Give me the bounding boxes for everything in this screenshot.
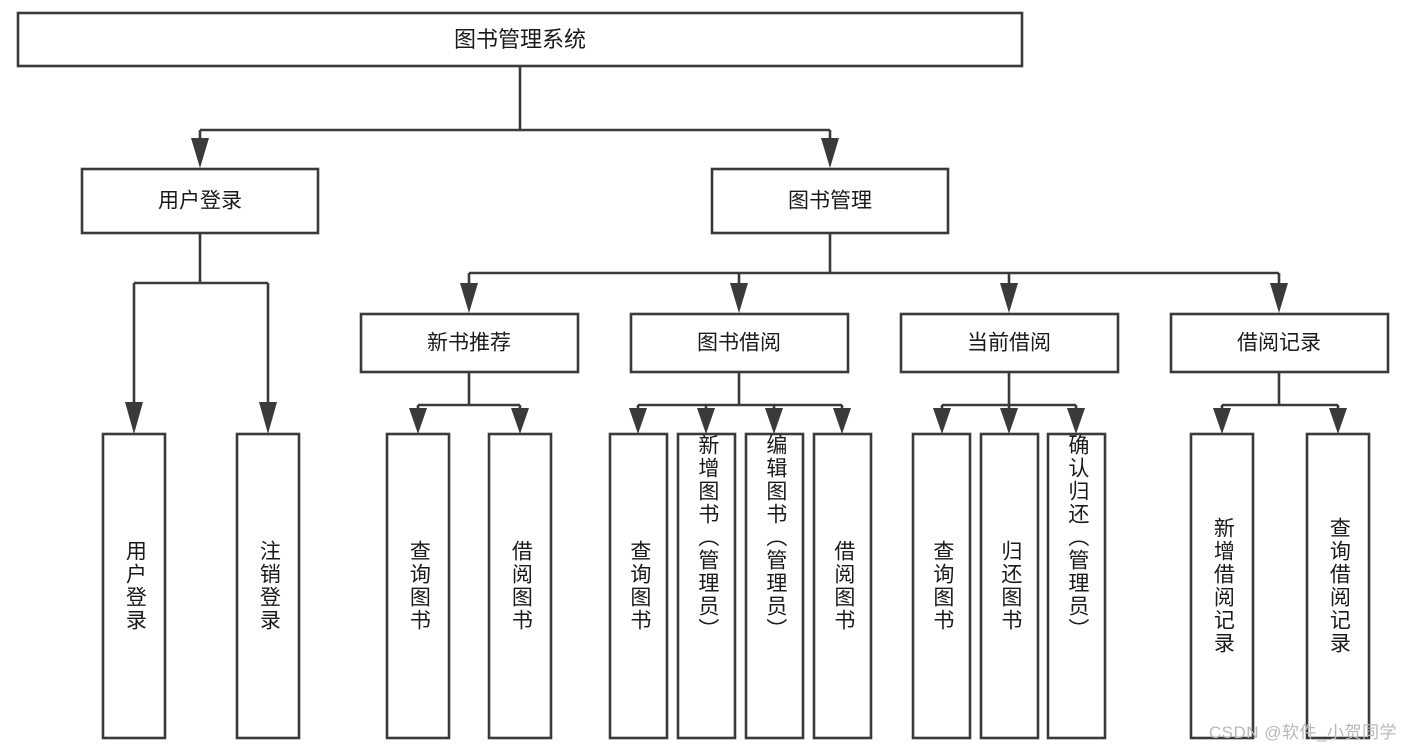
arrow-head-user-login — [191, 138, 209, 168]
arrow-head-book-management — [821, 138, 839, 168]
node-leaf-logout-login-box[interactable] — [235, 432, 301, 740]
leaf-boxes — [101, 432, 1371, 740]
node-leaf-query-book-1-box[interactable] — [385, 432, 451, 740]
node-book-management-label: 图书管理 — [788, 190, 872, 213]
node-leaf-return-book-box[interactable] — [979, 432, 1040, 740]
arrow-head-leaf-borrow-book-2 — [833, 408, 851, 434]
node-user-login-box[interactable] — [80, 167, 320, 235]
node-leaf-edit-book-box[interactable] — [744, 432, 805, 740]
node-leaf-query-book-3-box[interactable] — [911, 432, 972, 740]
node-leaf-add-book-box[interactable] — [676, 432, 737, 740]
node-current-borrow[interactable]: 当前借阅 — [899, 312, 1120, 374]
arrow-head-borrow-record — [1270, 283, 1288, 313]
connector-user-login-to-leaves — [125, 233, 277, 434]
connector-root-to-level2 — [191, 66, 839, 168]
node-leaf-user-login-box[interactable] — [101, 432, 167, 740]
arrow-head-leaf-add-record — [1213, 408, 1231, 434]
node-new-book-recommend-label: 新书推荐 — [427, 332, 511, 355]
connector-new-book-recommend-to-leaves — [409, 372, 529, 434]
node-root-label: 图书管理系统 — [454, 27, 586, 52]
node-borrow-record-box[interactable] — [1169, 312, 1390, 374]
node-root[interactable]: 图书管理系统 — [16, 11, 1024, 68]
arrow-head-leaf-borrow-book-1 — [511, 408, 529, 434]
node-user-login[interactable]: 用户登录 — [80, 167, 320, 235]
arrow-head-leaf-return-book — [1000, 408, 1018, 434]
arrow-head-leaf-query-book-2 — [629, 408, 647, 434]
connector-borrow-record-to-leaves — [1213, 372, 1347, 434]
node-borrow-record-label: 借阅记录 — [1237, 332, 1321, 355]
node-leaf-query-book-2-box[interactable] — [608, 432, 669, 740]
arrow-head-new-book-recommend — [460, 283, 478, 313]
arrow-head-book-borrow — [730, 283, 748, 313]
connector-book-management-to-level3 — [460, 233, 1288, 313]
node-leaf-borrow-book-1-box[interactable] — [487, 432, 553, 740]
arrow-head-leaf-logout-login — [259, 402, 277, 434]
node-user-login-label: 用户登录 — [158, 190, 242, 213]
watermark-text: CSDN @软件_小贺同学 — [1208, 723, 1397, 742]
node-book-management[interactable]: 图书管理 — [710, 167, 950, 235]
arrow-head-leaf-confirm-return — [1067, 408, 1085, 434]
node-borrow-record[interactable]: 借阅记录 — [1169, 312, 1390, 374]
arrow-head-leaf-user-login — [125, 402, 143, 434]
node-leaf-add-record-box[interactable] — [1189, 432, 1255, 740]
node-current-borrow-box[interactable] — [899, 312, 1120, 374]
node-book-borrow-box[interactable] — [629, 312, 850, 374]
node-leaf-confirm-return-box[interactable] — [1046, 432, 1107, 740]
node-new-book-recommend-box[interactable] — [359, 312, 580, 374]
node-leaf-query-record-box[interactable] — [1305, 432, 1371, 740]
connector-book-borrow-to-leaves — [629, 372, 851, 434]
node-book-management-box[interactable] — [710, 167, 950, 235]
arrow-head-leaf-query-book-1 — [409, 408, 427, 434]
node-leaf-borrow-book-2-box[interactable] — [812, 432, 873, 740]
node-book-borrow[interactable]: 图书借阅 — [629, 312, 850, 374]
arrow-head-leaf-edit-book — [765, 408, 783, 434]
node-current-borrow-label: 当前借阅 — [967, 332, 1051, 355]
node-book-borrow-label: 图书借阅 — [697, 332, 781, 355]
arrow-head-leaf-query-record — [1329, 408, 1347, 434]
connector-current-borrow-to-leaves — [933, 372, 1085, 434]
arrow-head-current-borrow — [1000, 283, 1018, 313]
node-new-book-recommend[interactable]: 新书推荐 — [359, 312, 580, 374]
arrow-head-leaf-query-book-3 — [933, 408, 951, 434]
arrow-head-leaf-add-book — [697, 408, 715, 434]
node-root-box[interactable] — [16, 11, 1024, 68]
